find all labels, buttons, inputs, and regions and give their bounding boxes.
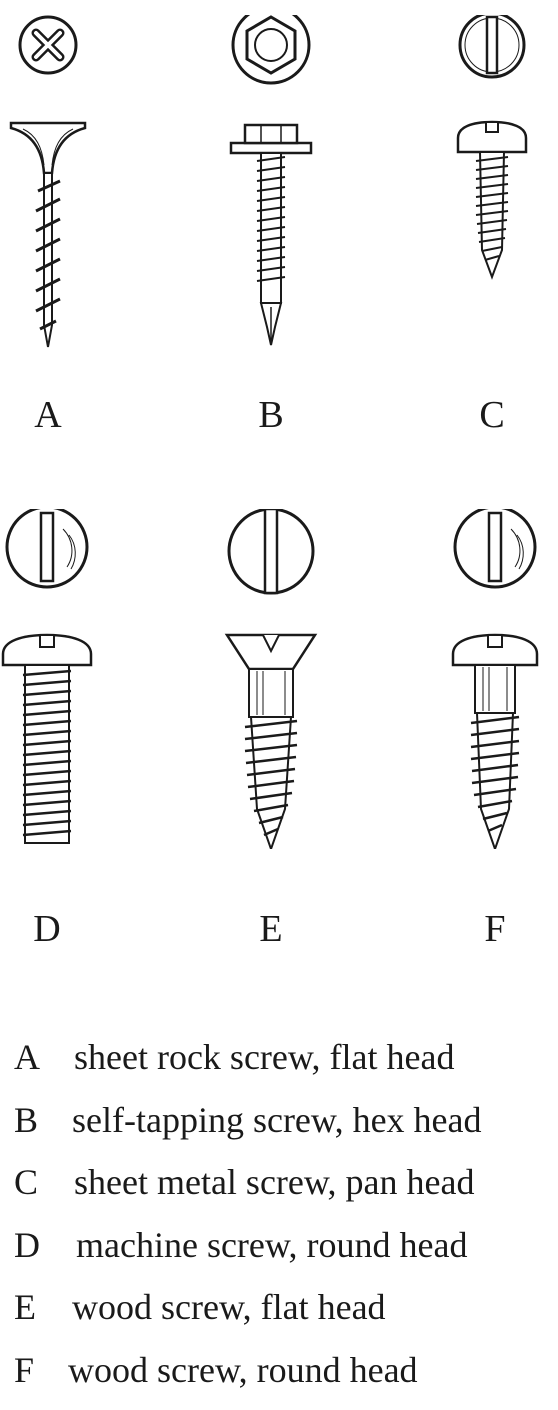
legend-item-f: F wood screw, round head: [14, 1348, 554, 1410]
screw-a-illustration: A: [0, 15, 118, 475]
screw-f-letter: F: [425, 909, 558, 949]
legend-description: sheet rock screw, flat head: [74, 1035, 454, 1079]
legend-item-d: D machine screw, round head: [14, 1223, 554, 1286]
legend-item-b: B self-tapping screw, hex head: [14, 1098, 554, 1161]
legend-letter: A: [14, 1035, 40, 1079]
legend-description: wood screw, flat head: [72, 1285, 386, 1329]
screw-c-illustration: C: [422, 15, 558, 475]
legend-description: machine screw, round head: [76, 1223, 468, 1267]
phillips-cross-icon: [20, 17, 76, 73]
screw-e-drawing: [201, 509, 341, 849]
slotted-head-icon: [7, 509, 87, 587]
screw-d-drawing: [0, 509, 117, 849]
slotted-head-icon: [460, 15, 524, 77]
screw-b-illustration: B: [201, 15, 341, 475]
legend-item-c: C sheet metal screw, pan head: [14, 1160, 554, 1223]
screw-b-drawing: [201, 15, 341, 355]
screw-f-illustration: F: [425, 509, 558, 969]
screw-e-illustration: E: [201, 509, 341, 969]
screw-d-illustration: D: [0, 509, 117, 969]
legend-letter: D: [14, 1223, 40, 1267]
slotted-head-icon: [455, 509, 535, 587]
legend-description: wood screw, round head: [68, 1348, 418, 1392]
legend-letter: C: [14, 1160, 38, 1204]
legend-letter: E: [14, 1285, 36, 1329]
screw-legend: A sheet rock screw, flat head B self-tap…: [14, 1035, 554, 1410]
screw-f-drawing: [425, 509, 558, 849]
legend-letter: F: [14, 1348, 34, 1392]
screw-a-letter: A: [0, 395, 118, 435]
legend-description: self-tapping screw, hex head: [72, 1098, 482, 1142]
legend-description: sheet metal screw, pan head: [74, 1160, 474, 1204]
screw-c-drawing: [422, 15, 558, 355]
screw-e-letter: E: [201, 909, 341, 949]
slotted-head-icon: [229, 509, 313, 593]
hex-head-icon: [233, 15, 309, 83]
screw-b-letter: B: [201, 395, 341, 435]
legend-item-a: A sheet rock screw, flat head: [14, 1035, 554, 1098]
screw-d-letter: D: [0, 909, 117, 949]
legend-item-e: E wood screw, flat head: [14, 1285, 554, 1348]
screw-c-letter: C: [422, 395, 558, 435]
legend-letter: B: [14, 1098, 38, 1142]
screw-a-drawing: [0, 15, 118, 355]
